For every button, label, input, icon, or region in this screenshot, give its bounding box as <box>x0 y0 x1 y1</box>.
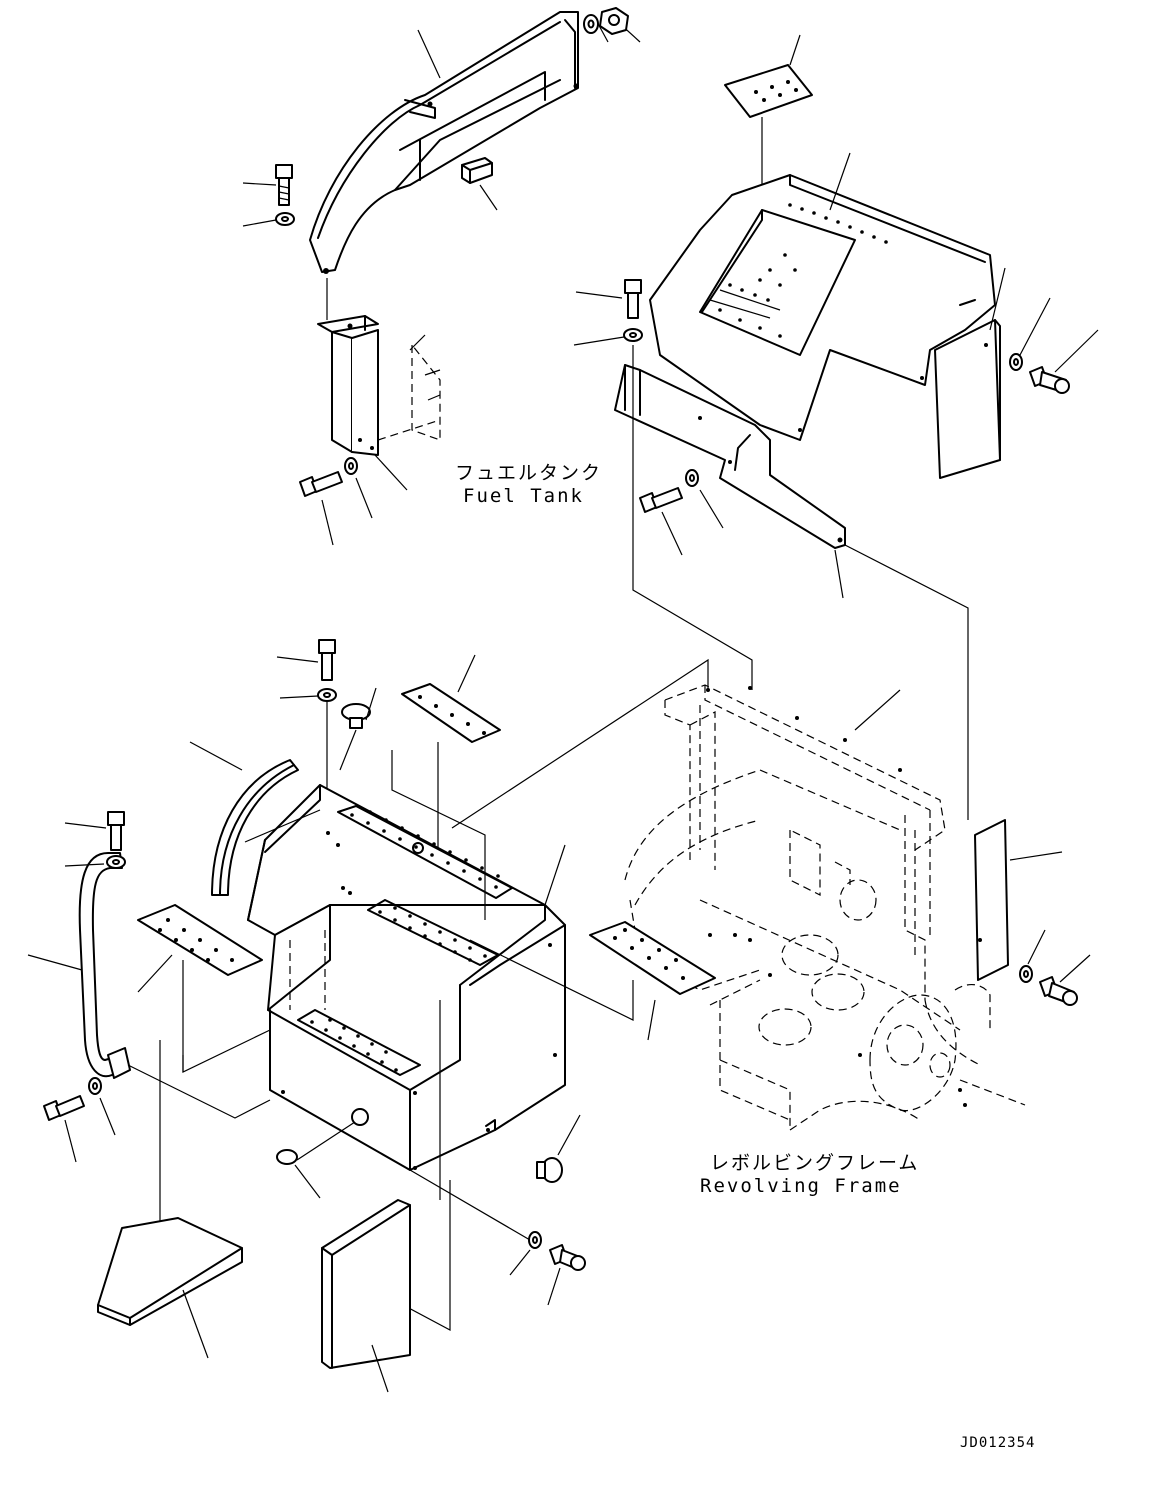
bolt-icon <box>275 164 293 206</box>
nut-icon <box>599 7 629 35</box>
bolt-icon <box>107 811 125 851</box>
washer-icon <box>528 1231 542 1249</box>
knob-icon <box>536 1114 581 1183</box>
revolving-frame <box>624 684 1026 1131</box>
plate-icon <box>401 654 501 860</box>
bolt-icon <box>318 639 336 681</box>
washer-icon <box>1009 353 1023 371</box>
leader-lines-top-left <box>242 19 641 320</box>
washer-icon <box>344 457 358 475</box>
plate-icon <box>469 921 716 1041</box>
revolving-frame-label-en: Revolving Frame <box>700 1175 902 1197</box>
bolt-icon <box>43 1095 85 1121</box>
washer-icon <box>685 469 699 487</box>
washer-icon <box>106 855 126 869</box>
washer-icon <box>88 1077 102 1095</box>
bolt-icon <box>1039 976 1078 1006</box>
frame-side-plate <box>974 819 1063 981</box>
bolt-icon <box>549 1244 586 1271</box>
washer-icon <box>623 328 643 342</box>
bolt-icon <box>1029 366 1070 394</box>
handrail <box>27 852 131 1079</box>
bolt-icon <box>639 487 683 513</box>
bolt-icon <box>299 471 343 497</box>
washer-icon <box>583 14 599 34</box>
washer-icon <box>275 212 295 226</box>
pad-left <box>97 1217 243 1359</box>
drawing-code: JD012354 <box>960 1435 1036 1451</box>
plate-icon <box>137 904 271 1073</box>
fuel-tank-label-en: Fuel Tank <box>463 485 584 507</box>
bracket-left <box>317 315 441 456</box>
pad-right <box>321 1199 411 1393</box>
top-right-step-box <box>614 34 1006 549</box>
washer-icon <box>317 688 337 702</box>
revolving-frame-label-jp: レボルビングフレーム <box>710 1152 920 1174</box>
bolt-icon <box>624 279 642 319</box>
washer-icon <box>1019 965 1033 983</box>
seal-strip <box>189 741 299 896</box>
tool-box <box>247 784 566 1171</box>
fuel-tank-label-jp: フュエルタンク <box>455 462 603 484</box>
grommet-icon <box>276 1108 369 1199</box>
top-left-cover <box>309 11 579 274</box>
grommet-icon <box>339 687 377 771</box>
